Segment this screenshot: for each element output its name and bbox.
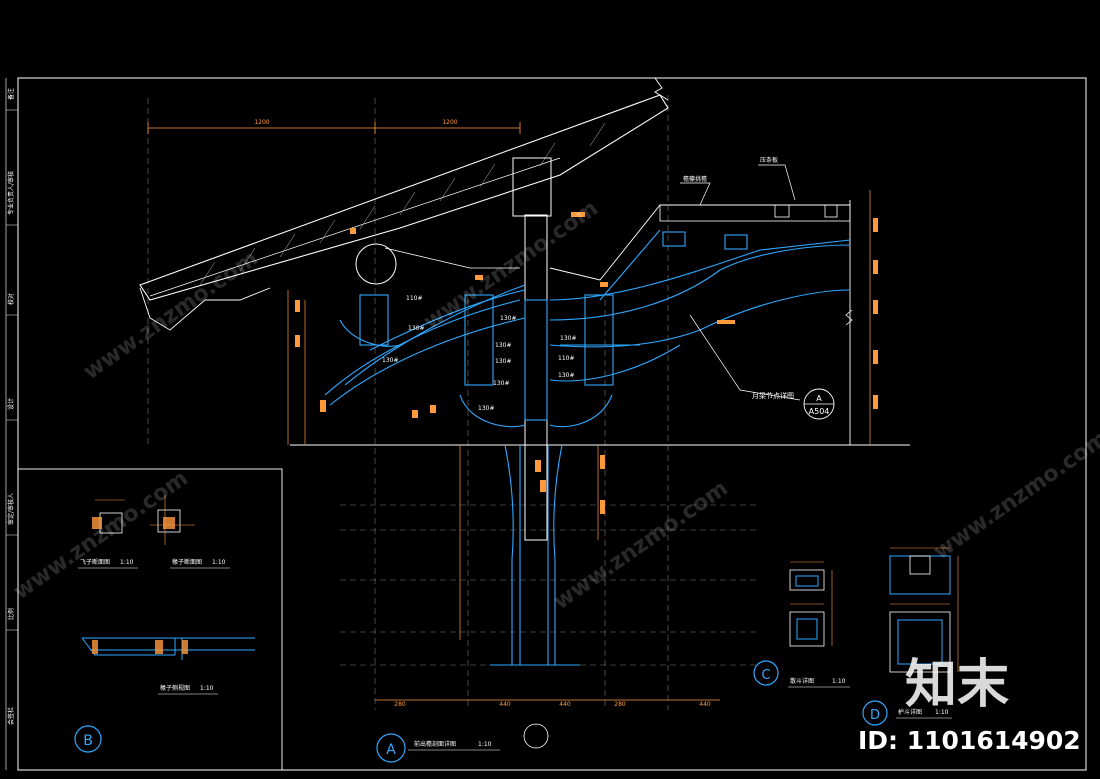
detail-c-title: 散斗详图 — [790, 677, 814, 685]
bottom-dim-label: 440 — [499, 701, 511, 708]
bracket-label: 130# — [495, 342, 511, 349]
bracket-labels: 110# 130# 130# 130# 130# 130# 130# 130# … — [382, 295, 576, 412]
detail-c-bubble: C — [761, 668, 770, 683]
detail-b-sub3-title: 椽子侧视图 — [160, 684, 190, 692]
bracket-set — [324, 229, 851, 666]
detail-b-sub3-scale: 1:10 — [200, 685, 214, 692]
main-section-scale: 1:10 — [478, 741, 492, 748]
grid-lines — [147, 95, 760, 710]
title-block-label: 备注 — [7, 88, 15, 100]
title-block-label: 比例 — [7, 608, 15, 620]
watermark-text: www.znzmo.com — [79, 246, 263, 385]
bottom-dim-label: 440 — [559, 701, 571, 708]
detail-b-sub2-scale: 1:10 — [212, 559, 226, 566]
top-dimension: 1200 1200 — [147, 119, 521, 134]
bracket-label: 130# — [495, 358, 511, 365]
top-dim-label: 1200 — [254, 119, 269, 126]
title-block-label: 专业负责人/审核 — [7, 171, 15, 215]
detail-d-title: 栌斗详图 — [898, 708, 922, 716]
detail-b-panel: 飞子断面图 1:10 椽子断面图 1:10 椽子侧视图 1:10 B — [17, 468, 283, 771]
title-block-label: 审定/审核人 — [7, 493, 15, 525]
bottom-dim-label: 440 — [699, 701, 711, 708]
drawing-border — [17, 77, 1087, 771]
callout-top-2: 压条板 — [760, 156, 778, 164]
top-dim-label: 1200 — [442, 119, 457, 126]
id-text: ID: 1101614902 — [858, 726, 1081, 755]
bracket-label: 130# — [382, 357, 398, 364]
dimension-lines — [287, 190, 871, 701]
detail-b-sub2-title: 椽子断面图 — [172, 558, 202, 566]
ref-bubble-letter: A — [816, 394, 822, 403]
watermark-text: www.znzmo.com — [929, 426, 1100, 565]
brand-logo: 知末 — [905, 655, 1009, 715]
leader-callouts: 月梁节点详图 檐檩挑檐 压条板 — [680, 156, 801, 401]
bracket-label: 130# — [478, 405, 494, 412]
bracket-label: 110# — [406, 295, 422, 302]
bracket-label: 130# — [493, 380, 509, 387]
bracket-label: 130# — [560, 335, 576, 342]
callout-right-eave: 月梁节点详图 — [752, 391, 794, 400]
bracket-label: 130# — [500, 315, 516, 322]
detail-d: D 栌斗详图 1:10 — [862, 547, 959, 726]
roof-section — [139, 77, 669, 331]
title-block: 备注 专业负责人/审核 校对 设计 审定/审核人 比例 会签栏 — [6, 88, 18, 725]
annotation-marks — [295, 212, 878, 514]
detail-b-bubble: B — [83, 733, 93, 749]
bottom-dimensions: 280 440 440 280 440 — [394, 701, 711, 708]
title-block-label: 会签栏 — [7, 707, 15, 725]
main-bubble-letter: A — [386, 742, 396, 758]
bottom-dim-label: 280 — [394, 701, 406, 708]
detail-d-scale: 1:10 — [935, 709, 949, 716]
detail-b-sub1-scale: 1:10 — [120, 559, 134, 566]
title-block-label: 设计 — [7, 398, 15, 410]
detail-c: C 散斗详图 1:10 — [753, 561, 850, 688]
bracket-label: 130# — [558, 372, 574, 379]
detail-b-sub1-title: 飞子断面图 — [80, 558, 110, 566]
main-section-title-text: 前出檐剖面详图 — [414, 740, 456, 748]
bracket-label: 130# — [408, 325, 424, 332]
section-ref-bubble: A A504 — [803, 388, 835, 420]
bottom-dim-label: 280 — [614, 701, 626, 708]
detail-c-scale: 1:10 — [832, 678, 846, 685]
bracket-label: 110# — [558, 355, 574, 362]
detail-d-bubble: D — [870, 708, 880, 723]
callout-top-1: 檐檩挑檐 — [683, 175, 707, 183]
main-section-title: A 前出檐剖面详图 1:10 — [376, 723, 549, 763]
watermark-text: www.znzmo.com — [549, 476, 733, 615]
ref-bubble-sheet: A504 — [809, 407, 830, 416]
title-block-label: 校对 — [7, 293, 15, 305]
